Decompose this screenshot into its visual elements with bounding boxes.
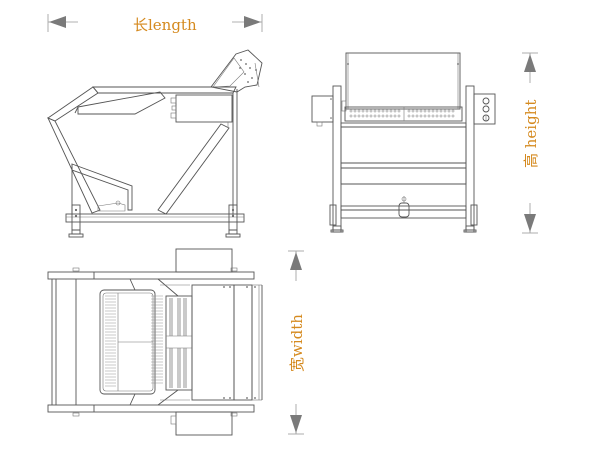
top-view: [47, 248, 263, 436]
arrow-down-icon: [524, 214, 536, 232]
height-dimension-arrows: [522, 52, 538, 234]
channel-slots: [169, 298, 187, 388]
width-label: 宽width: [288, 314, 306, 372]
perforation-row: [349, 109, 455, 118]
arrow-up-icon: [524, 54, 536, 72]
arrow-right-icon: [244, 16, 261, 28]
length-dimension-arrows: [47, 14, 263, 32]
length-label: 长length: [133, 16, 197, 34]
height-label: 高 height: [522, 99, 540, 168]
width-dimension-arrows: [288, 250, 304, 435]
arrow-down-icon: [290, 415, 302, 433]
side-view: [47, 49, 263, 238]
arrow-up-icon: [290, 252, 302, 270]
front-view: [311, 52, 496, 233]
tray-perforations: [105, 295, 163, 387]
arrow-left-icon: [49, 16, 66, 28]
